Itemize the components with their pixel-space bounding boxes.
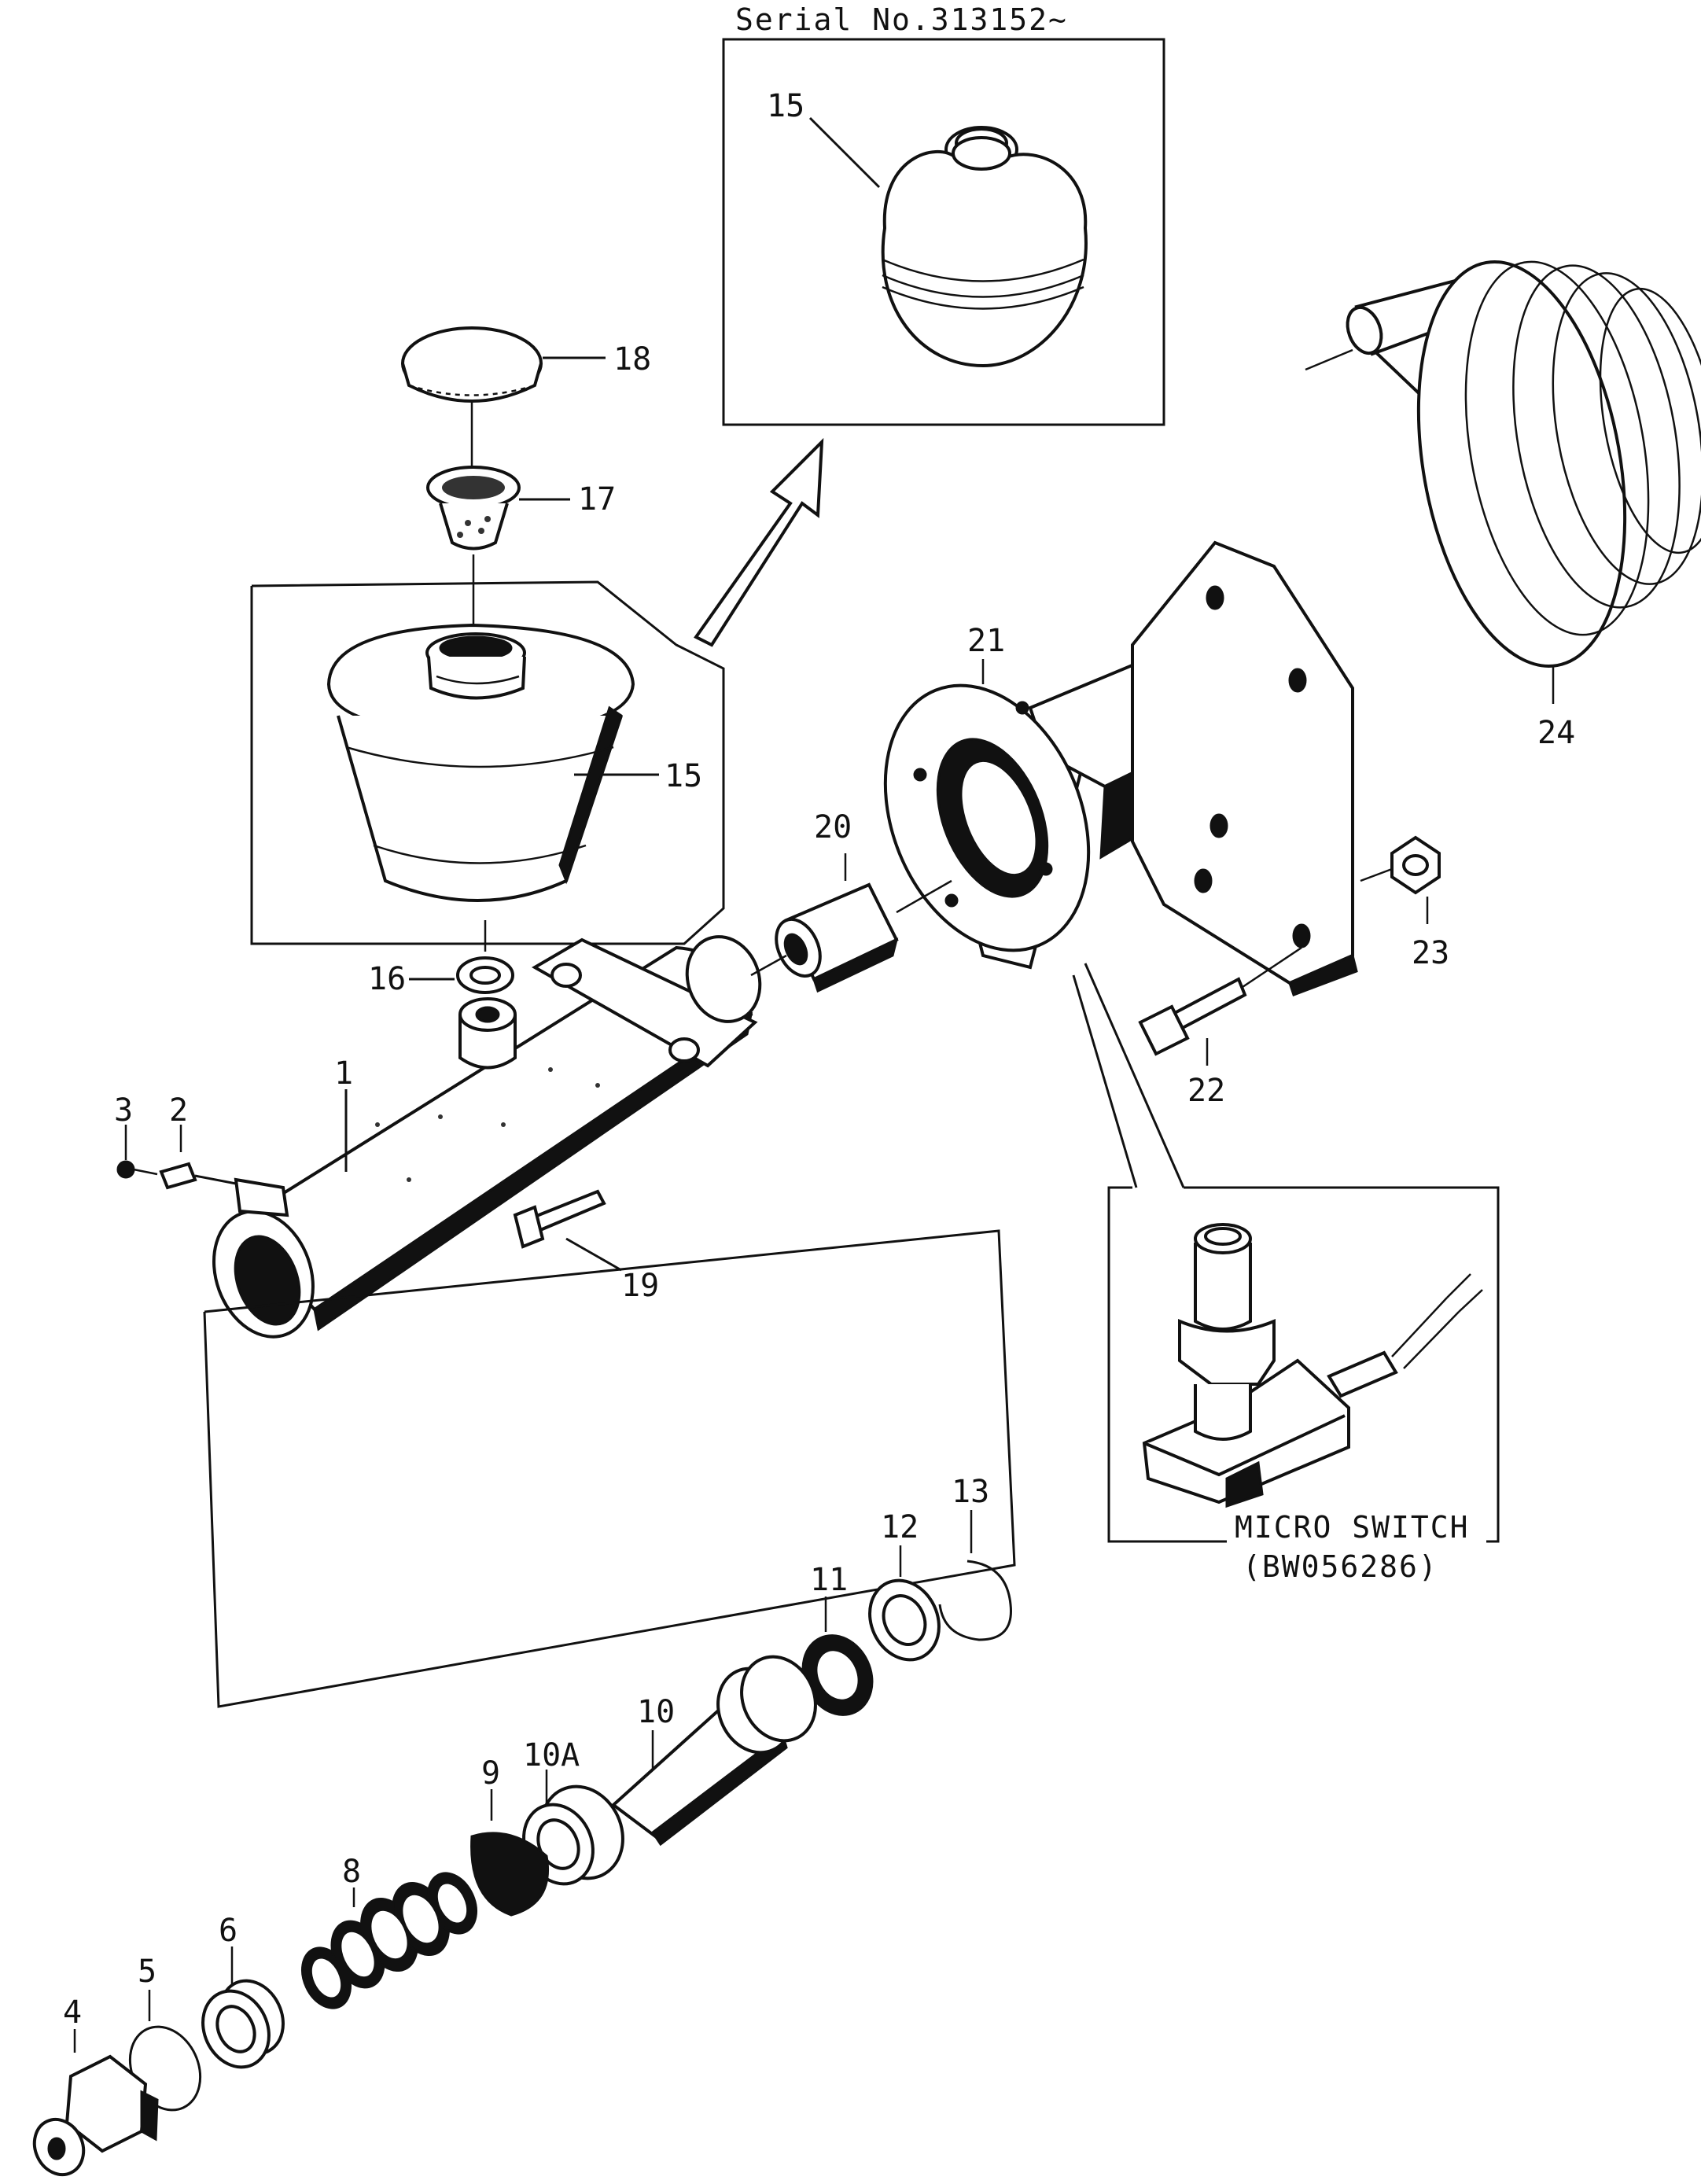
- reservoir-tank-alt: [881, 126, 1088, 368]
- washer-16: [409, 956, 514, 994]
- serial-caption: Serial No.313152~: [735, 2, 1068, 37]
- callout-21: 21: [967, 623, 1005, 659]
- callout-9: 9: [481, 1755, 500, 1792]
- callout-1: 1: [334, 1055, 353, 1092]
- callout-5: 5: [138, 1954, 156, 1990]
- callout-11: 11: [810, 1562, 848, 1598]
- callout-10: 10: [637, 1694, 675, 1730]
- reservoir-frame: [250, 580, 725, 945]
- strainer: [426, 466, 570, 551]
- callout-10a: 10A: [523, 1737, 580, 1773]
- callout-8: 8: [342, 1854, 361, 1890]
- micro-switch-label: MICRO SWITCH: [1235, 1510, 1470, 1545]
- callout-13: 13: [952, 1474, 989, 1510]
- callout-16: 16: [368, 961, 406, 997]
- reservoir-cap: [401, 326, 606, 403]
- serial-inset: Serial No.313152~ 15: [722, 2, 1165, 426]
- callout-3: 3: [114, 1092, 133, 1129]
- reservoir-tank: [326, 623, 659, 902]
- view-arrow: [694, 437, 824, 647]
- snap-ring-13: [938, 1510, 1012, 1641]
- micro-switch-inset: MICRO SWITCH (BW056286): [1107, 1186, 1500, 1584]
- callout-15-inset: 15: [767, 88, 804, 124]
- nut-23: [1360, 835, 1441, 924]
- callout-23: 23: [1412, 935, 1449, 971]
- fitting-4: [32, 2029, 159, 2177]
- callout-2: 2: [169, 1092, 188, 1129]
- internals-frame: [203, 1229, 1016, 1708]
- cylinder-body: [212, 935, 762, 1339]
- callout-12: 12: [881, 1509, 919, 1545]
- callout-22: 22: [1187, 1073, 1225, 1109]
- micro-switch-part: [1142, 1223, 1483, 1508]
- retainer-6: [201, 1946, 285, 2069]
- washer-12: [868, 1545, 941, 1662]
- callout-17: 17: [578, 481, 616, 517]
- housing-21: [883, 540, 1358, 996]
- callout-4: 4: [63, 1994, 82, 2031]
- bleeder-screw: [159, 1125, 237, 1190]
- callout-20: 20: [814, 809, 852, 845]
- micro-switch-code: (BW056286): [1243, 1549, 1438, 1584]
- bolt-19: [513, 1189, 622, 1272]
- callout-15: 15: [665, 758, 702, 794]
- callout-19: 19: [621, 1268, 659, 1304]
- callout-24: 24: [1537, 715, 1575, 751]
- bolt-22: [1138, 946, 1302, 1066]
- callout-18: 18: [613, 341, 651, 378]
- spring-8: [301, 1872, 477, 2009]
- boot-24: [1305, 260, 1701, 704]
- bleeder-cap: [116, 1125, 158, 1179]
- callout-6: 6: [219, 1913, 237, 1949]
- check-valve-9: [470, 1789, 549, 1917]
- serial-inset-frame: [722, 38, 1165, 426]
- bushing-20: [775, 853, 899, 993]
